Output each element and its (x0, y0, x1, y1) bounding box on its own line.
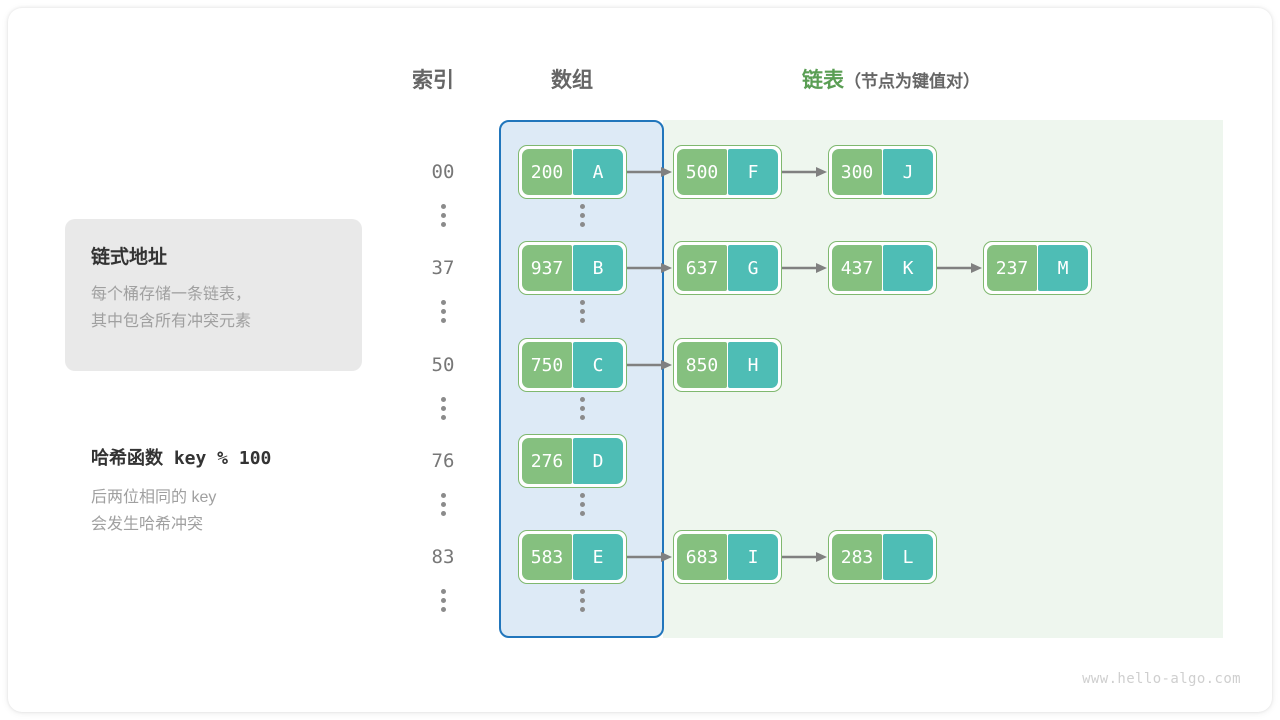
next-pointer-arrow-icon (782, 551, 828, 563)
note-hash-title: 哈希函数 key % 100 (91, 448, 272, 469)
node-value: B (573, 245, 623, 291)
node-value: I (728, 534, 778, 580)
node-key: 276 (522, 438, 572, 484)
footer-watermark: www.hello-algo.com (1082, 671, 1241, 687)
index-ellipsis-icon-4 (434, 589, 452, 612)
next-pointer-arrow-icon (782, 262, 828, 274)
node-value: A (573, 149, 623, 195)
index-ellipsis-icon-1 (434, 300, 452, 323)
next-pointer-arrow-icon (627, 359, 673, 371)
node-key: 637 (677, 245, 727, 291)
array-ellipsis-icon-0 (573, 204, 591, 227)
note-card-body: 每个桶存储一条链表， 其中包含所有冲突元素 (91, 286, 252, 330)
node-value: C (573, 342, 623, 388)
array-ellipsis-icon-4 (573, 589, 591, 612)
note-hash-body: 后两位相同的 key 会发生哈希冲突 (91, 489, 217, 533)
bucket-index-83: 83 (431, 546, 455, 568)
node-value: E (573, 534, 623, 580)
next-pointer-arrow-icon (627, 262, 673, 274)
column-header-array: 数组 (551, 69, 593, 92)
index-ellipsis-icon-3 (434, 493, 452, 516)
node-key: 237 (987, 245, 1037, 291)
diagram-canvas: 索引 数组 链表（节点为键值对） 链式地址 每个桶存储一条链表， 其中包含所有冲… (8, 8, 1272, 712)
bucket-index-00: 00 (431, 161, 455, 183)
bucket-index-76: 76 (431, 450, 455, 472)
bucket-index-50: 50 (431, 354, 455, 376)
bucket-index-37: 37 (431, 257, 455, 279)
array-ellipsis-icon-3 (573, 493, 591, 516)
node-key: 200 (522, 149, 572, 195)
note-card-title: 链式地址 (91, 247, 168, 268)
index-ellipsis-icon-2 (434, 397, 452, 420)
node-value: K (883, 245, 933, 291)
note-card-chaining: 链式地址 每个桶存储一条链表， 其中包含所有冲突元素 (65, 219, 362, 371)
next-pointer-arrow-icon (937, 262, 983, 274)
next-pointer-arrow-icon (782, 166, 828, 178)
next-pointer-arrow-icon (627, 551, 673, 563)
column-header-index: 索引 (412, 69, 454, 92)
node-key: 850 (677, 342, 727, 388)
index-ellipsis-icon-0 (434, 204, 452, 227)
next-pointer-arrow-icon (627, 166, 673, 178)
column-header-linked-list-sub: （节点为键值对） (844, 72, 980, 91)
node-value: D (573, 438, 623, 484)
column-header-linked-list: 链表（节点为键值对） (802, 64, 980, 94)
node-key: 750 (522, 342, 572, 388)
array-ellipsis-icon-1 (573, 300, 591, 323)
node-key: 500 (677, 149, 727, 195)
node-value: F (728, 149, 778, 195)
node-key: 583 (522, 534, 572, 580)
node-key: 937 (522, 245, 572, 291)
node-key: 300 (832, 149, 882, 195)
node-value: J (883, 149, 933, 195)
node-key: 437 (832, 245, 882, 291)
note-hash-function: 哈希函数 key % 100 后两位相同的 key 会发生哈希冲突 (91, 444, 391, 538)
node-key: 683 (677, 534, 727, 580)
column-header-linked-list-main: 链表 (802, 69, 844, 92)
node-value: H (728, 342, 778, 388)
node-value: G (728, 245, 778, 291)
node-value: L (883, 534, 933, 580)
node-value: M (1038, 245, 1088, 291)
array-ellipsis-icon-2 (573, 397, 591, 420)
node-key: 283 (832, 534, 882, 580)
